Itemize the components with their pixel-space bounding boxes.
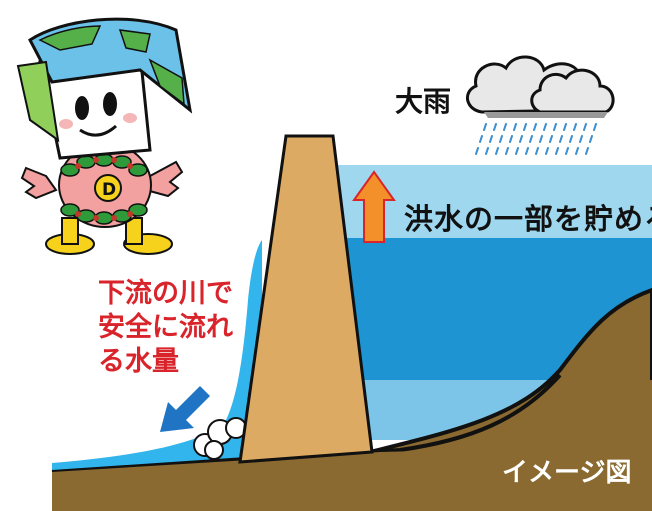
riverbed-lower-ground (52, 445, 652, 511)
rain-cloud-icon (466, 55, 615, 155)
spray-foam (193, 417, 247, 460)
down-left-arrow-icon (160, 386, 210, 432)
dam-body (238, 134, 374, 464)
svg-text:D: D (102, 180, 116, 200)
downstream-flow-label: 下流の川で 安全に流れ る水量 (98, 277, 233, 379)
image-caption: イメージ図 (502, 458, 632, 488)
downstream-label-line-1: 下流の川で (98, 278, 233, 309)
heavy-rain-label: 大雨 (395, 85, 452, 118)
dam-mascot-character: D (16, 17, 193, 255)
downstream-label-line-3: る水量 (98, 346, 179, 377)
downstream-label-line-2: 安全に流れ (98, 312, 233, 343)
up-arrow-icon (352, 170, 396, 243)
riverbed-ground-line (51, 373, 562, 474)
store-flood-label: 洪水の一部を貯める (404, 202, 652, 236)
